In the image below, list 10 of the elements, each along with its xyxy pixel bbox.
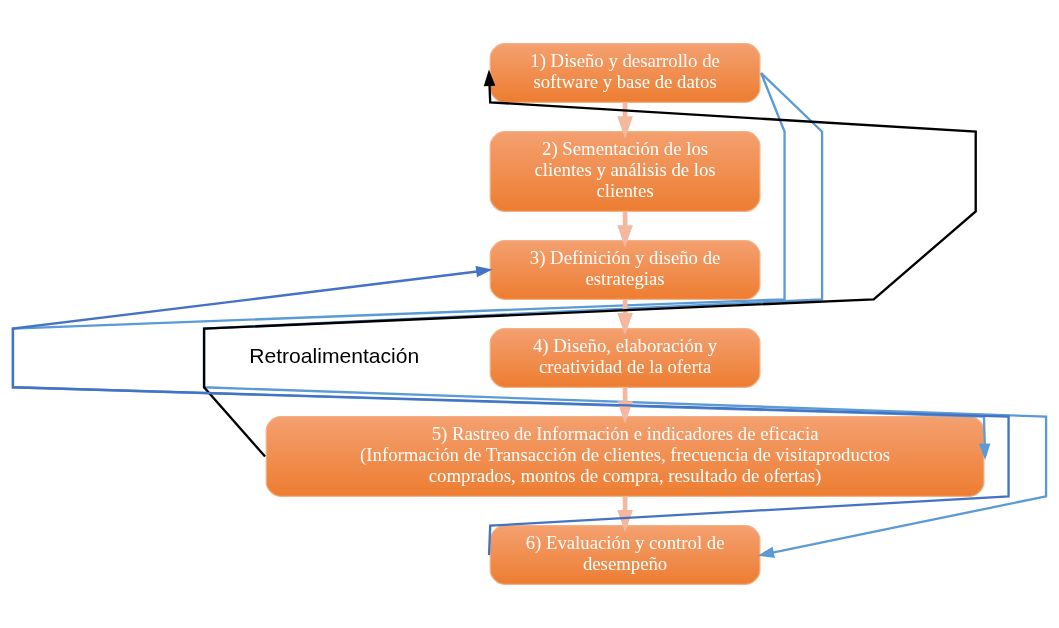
node-box: 3) Definición y diseño de estrategias	[489, 240, 761, 300]
node-box: 4) Diseño, elaboración y creatividad de la oferta	[489, 328, 761, 388]
node-box: 2) Sementación de los clientes y análisis de los clientes	[489, 131, 761, 212]
node-box: 1) Diseño y desarrollo de software y base de datos	[489, 43, 761, 103]
arrow	[202, 72, 1048, 559]
arrow	[202, 69, 977, 458]
label: Retroalimentación	[249, 344, 420, 368]
node-box: 5) Rastreo de Información e indicadores de eficacia (Información de Transacción de clientes, frecuencia de visitaproductos comprados, montos de compra, resultado de ofertas)	[265, 416, 985, 497]
arrow	[11, 265, 1010, 556]
node-box: 6) Evaluación y control de desempeño	[489, 525, 761, 585]
